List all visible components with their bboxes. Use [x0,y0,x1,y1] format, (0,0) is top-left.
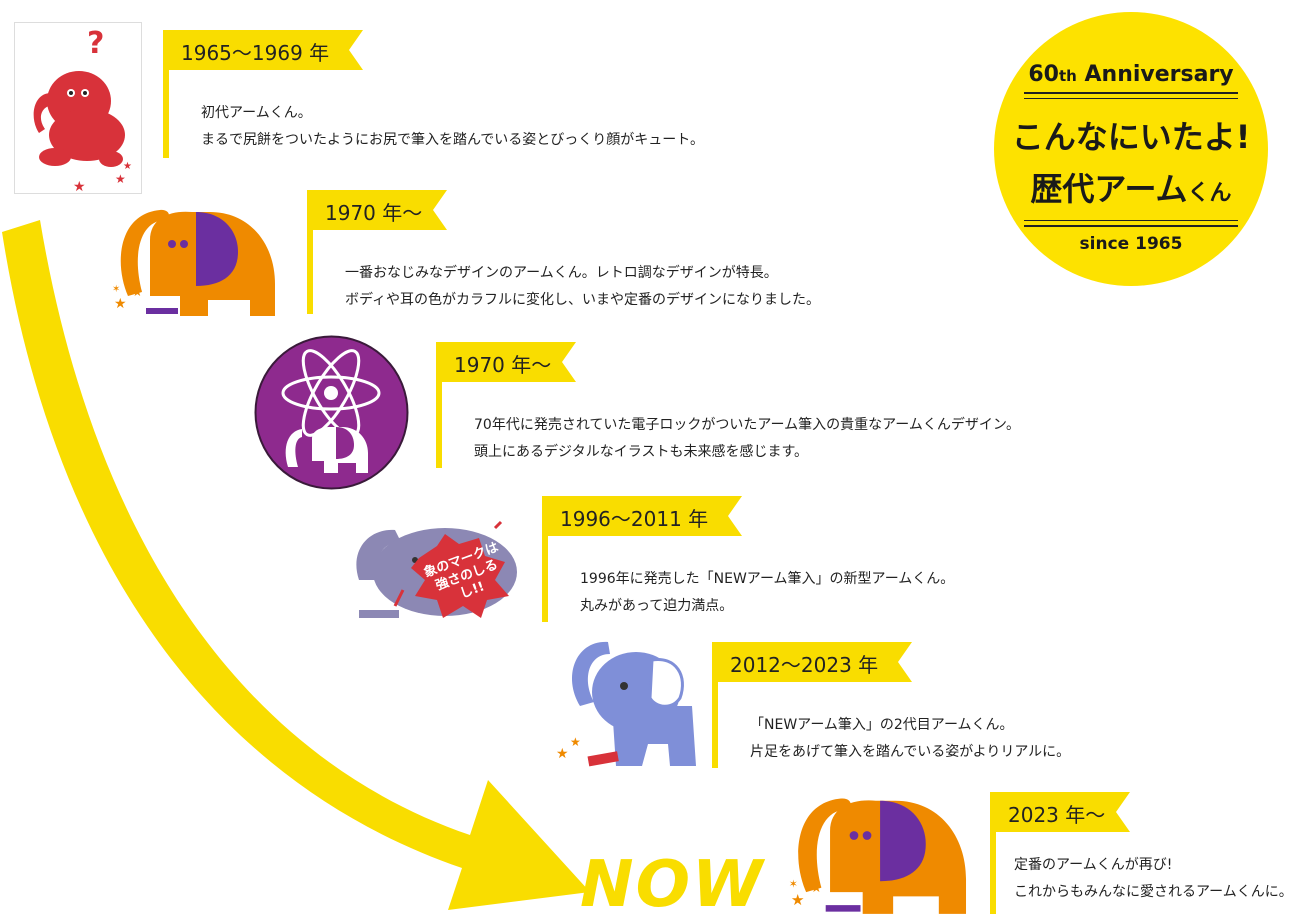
badge-title-line2: 歴代アームくん [1030,170,1232,208]
timeline-arrow [2,220,590,910]
entry-description: 1996年に発売した「NEWアーム筆入」の新型アームくん。 丸みがあって迫力満点… [580,571,955,614]
anniversary-badge: 60th Anniversary こんなにいたよ! 歴代アームくん since … [994,12,1268,286]
entry-description: 一番おなじみなデザインのアームくん。レトロ調なデザインが特長。 ボディや耳の色が… [345,265,821,308]
badge-title-line1: こんなにいたよ! [1011,118,1251,156]
atom-elephant-badge-icon [254,335,409,490]
svg-text:★: ★ [791,891,805,909]
anniversary-heading: 60th Anniversary [1028,62,1234,87]
svg-text:★: ★ [556,746,569,762]
year-label: 1970 年〜 [325,201,423,225]
blue-elephant-icon: ★ ★ [556,641,696,767]
svg-text:★: ★ [114,296,127,312]
badge-rule [1024,92,1238,94]
year-flag: 1970 年〜 [442,342,576,382]
svg-text:★: ★ [123,161,132,172]
mascot-1965-frame: ? ★ ★ ★ [14,22,142,195]
badge-rule [1024,220,1238,221]
entry-description: 初代アームくん。 まるで尻餅をついたようにお尻で筆入を踏んでいる姿とびっくり顔が… [201,105,705,148]
flag-pole [712,642,718,768]
year-flag: 1996〜2011 年 [548,496,742,536]
year-label: 2023 年〜 [1008,803,1106,827]
badge-since: since 1965 [1079,234,1183,254]
svg-text:★: ★ [132,285,143,299]
year-flag: 2023 年〜 [996,792,1130,832]
svg-text:✶: ✶ [789,878,798,891]
year-flag: 2012〜2023 年 [718,642,912,682]
svg-text:✶: ✶ [112,284,120,295]
year-flag: 1965〜1969 年 [169,30,363,70]
year-label: 1970 年〜 [454,353,552,377]
year-label: 1996〜2011 年 [560,507,709,531]
mascot-1996: 象のマークは 強さのしるし!! [345,520,525,622]
year-flag: 1970 年〜 [313,190,447,230]
flag-pole [307,190,313,314]
orange-elephant-icon: ★ ★ ✶ [112,209,275,316]
year-label: 2012〜2023 年 [730,653,879,677]
entry-description: 定番のアームくんが再び! これからもみんなに愛されるアームくんに。 [1014,857,1293,900]
entry-description: 「NEWアーム筆入」の2代目アームくん。 片足をあげて筆入を踏んでいる姿がよりリ… [750,717,1071,760]
entry-description: 70年代に発売されていた電子ロックがついたアーム筆入の貴重なアームくんデザイン。… [474,417,1021,460]
flag-pole [163,30,169,158]
badge-rule [1024,225,1238,227]
flag-pole [990,792,996,914]
svg-text:★: ★ [73,179,86,193]
svg-text:?: ? [87,26,104,61]
svg-text:★: ★ [810,881,822,896]
slate-elephant-icon [356,520,517,618]
svg-text:★: ★ [115,172,126,186]
now-label: NOW [580,848,765,922]
orange-elephant-2023-icon: ★ ★ ✶ [789,798,967,914]
year-label: 1965〜1969 年 [181,41,330,65]
svg-text:★: ★ [570,735,581,749]
red-elephant-icon: ? ★ ★ ★ [33,26,132,195]
badge-rule [1024,98,1238,99]
flag-pole [542,496,548,622]
flag-pole [436,342,442,468]
